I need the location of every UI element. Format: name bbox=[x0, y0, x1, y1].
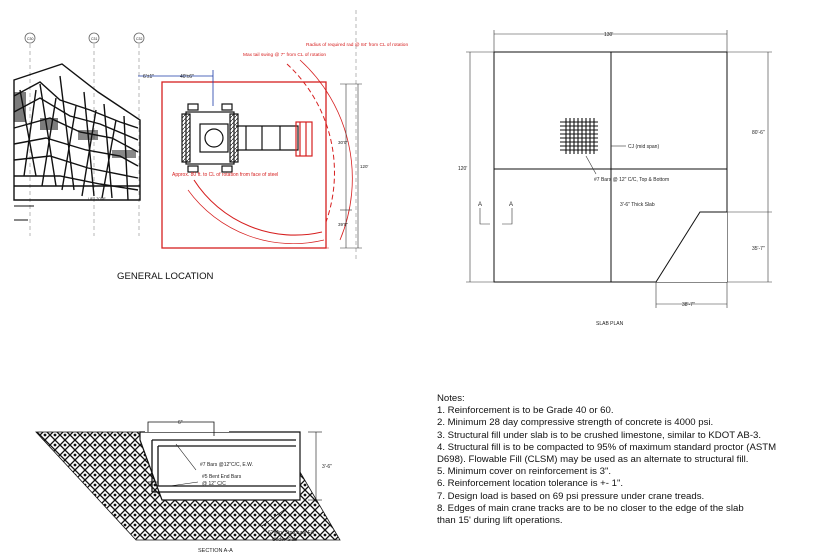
note-item: 1. Reinforcement is to be Grade 40 or 60… bbox=[437, 405, 614, 417]
note-item: 6. Reinforcement location tolerance is +… bbox=[437, 478, 624, 490]
section-mark-right: A bbox=[509, 202, 513, 208]
dim-upper-right: 30'0" bbox=[338, 140, 348, 145]
general-location-title: GENERAL LOCATION bbox=[117, 271, 214, 282]
grid-bubble-1: C30 bbox=[27, 37, 33, 41]
label-bars: #7 Bars @ 12" C/C, Top & Bottom bbox=[594, 177, 669, 183]
slab-dimensions bbox=[466, 30, 772, 308]
lift-zone-boundary bbox=[161, 59, 353, 249]
section-a-a: 6" 3'-6" 3" #7 Bars @12"C/C, E.W. #5 Ben… bbox=[35, 418, 341, 554]
section-mark-left: A bbox=[478, 202, 482, 208]
dim-lower-right: 39'0" bbox=[338, 222, 348, 227]
note-item: 8. Edges of main crane tracks are to be … bbox=[437, 502, 744, 514]
label-bent-bars-2: @ 12" C/C bbox=[202, 481, 226, 487]
slab-plan: 130' 120' 80'-6" 35'-7" 38'-7" CJ (mid s… bbox=[458, 30, 772, 327]
note-item: 3. Structural fill under slab is to be c… bbox=[437, 429, 762, 441]
label-slab: 3'-6" Thick Slab bbox=[620, 202, 655, 208]
label-cj: CJ (mid span) bbox=[628, 144, 659, 150]
slab-dim-left: 120' bbox=[458, 166, 467, 172]
rebar-mesh bbox=[560, 118, 598, 154]
notes-block: Notes: 1. Reinforcement is to be Grade 4… bbox=[437, 393, 809, 527]
note-item: 7. Design load is based on 69 psi pressu… bbox=[437, 490, 705, 502]
grid-bubbles bbox=[24, 32, 145, 44]
slab-outline bbox=[493, 51, 728, 283]
note-item: than 15' during lift operations. bbox=[437, 515, 563, 527]
dimension-lines bbox=[138, 70, 214, 106]
crane-outline bbox=[181, 103, 299, 173]
dim-width: 40'±6" bbox=[180, 74, 194, 80]
label-bars-ew: #7 Bars @12"C/C, E.W. bbox=[200, 462, 253, 468]
lift-zone-label: LIFT ZONE bbox=[88, 197, 106, 201]
section-title: SECTION A-A bbox=[198, 548, 233, 554]
note-item: 4. Structural fill is to be compacted to… bbox=[437, 441, 777, 453]
slab-dim-bottom-notch: 38'-7" bbox=[682, 302, 695, 308]
note-item: 5. Minimum cover on reinforcement is 3". bbox=[437, 466, 612, 478]
note-approx: Approx. 80 ft. to CL of rotation from fa… bbox=[172, 172, 278, 178]
section-dim-depth: 3'-6" bbox=[322, 464, 332, 470]
section-dim-cover: 3" bbox=[150, 481, 155, 487]
label-bent-bars-1: #5 Bent End Bars bbox=[202, 474, 242, 480]
dim-offset: 6'±1" bbox=[143, 74, 154, 80]
grid-bubble-3: C32 bbox=[136, 37, 142, 41]
note-item: 2. Minimum 28 day compressive strength o… bbox=[437, 417, 714, 429]
section-dim-top: 6" bbox=[178, 420, 183, 426]
rebar-section bbox=[151, 439, 296, 493]
grid-bubble-2: C31 bbox=[91, 37, 97, 41]
notes-heading: Notes: bbox=[437, 393, 465, 404]
note-tail-swing: Max tail swing @ 7'' from CL of rotation bbox=[243, 52, 326, 58]
counterweight bbox=[295, 121, 313, 157]
note-radius: Radius of required rad @ 84' from CL of … bbox=[306, 42, 408, 48]
slab-dim-right-upper: 80'-6" bbox=[752, 130, 765, 136]
slab-dim-right-lower: 35'-7" bbox=[752, 246, 765, 252]
steel-structure bbox=[13, 63, 141, 221]
steel-structure-dense bbox=[14, 92, 136, 158]
note-item: D698). Flowable Fill (CLSM) may be used … bbox=[437, 454, 749, 466]
slab-plan-title: SLAB PLAN bbox=[596, 321, 624, 327]
label-fill-1: 6" Min, Structural Fill bbox=[268, 530, 314, 536]
dim-overall-right: 120' bbox=[360, 164, 369, 169]
label-fill-2: Under Slab bbox=[272, 537, 297, 543]
general-location-plan: C30 C31 C32 LIFT ZONE bbox=[13, 10, 408, 262]
slab-dim-top: 130' bbox=[604, 32, 613, 38]
